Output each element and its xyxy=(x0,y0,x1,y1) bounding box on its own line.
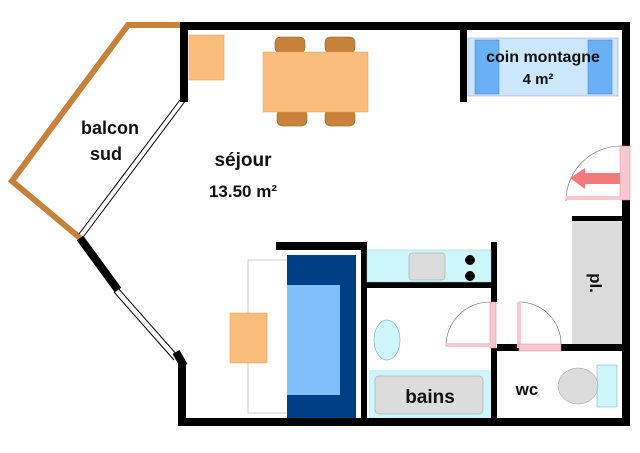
bunk-bed xyxy=(474,39,500,95)
closet-label: pl. xyxy=(586,273,605,293)
sofa-cushion xyxy=(287,285,340,338)
coffee-table xyxy=(229,312,268,364)
balcony-railing xyxy=(7,22,182,241)
lower-window xyxy=(113,287,179,361)
walls xyxy=(178,22,630,426)
dining-table xyxy=(262,51,369,113)
balcony-window xyxy=(78,99,187,237)
living-room-label: séjour xyxy=(214,150,272,171)
stove-burner xyxy=(465,255,475,265)
sofa-cushion xyxy=(287,338,340,395)
wall-southwest xyxy=(76,235,122,293)
corner-area-label: 4 m² xyxy=(523,71,554,88)
stove-burner xyxy=(465,271,475,281)
chair xyxy=(324,36,356,54)
living-room-area: 13.50 m² xyxy=(209,182,277,201)
wc-door[interactable] xyxy=(517,301,562,352)
wc-label: wc xyxy=(515,380,539,399)
kitchen-sink xyxy=(408,252,446,281)
closet[interactable] xyxy=(572,221,622,344)
chair xyxy=(324,109,356,127)
washbasin xyxy=(373,319,401,361)
bathroom-door[interactable] xyxy=(445,301,497,349)
balcony-label-line1: balcon xyxy=(81,118,139,138)
corner-name-label: coin montagne xyxy=(486,49,600,66)
bunk-bed xyxy=(587,39,613,95)
chair xyxy=(274,36,306,54)
toilet-bowl xyxy=(557,367,599,405)
balcony-label-line2: sud xyxy=(90,144,122,164)
side-table xyxy=(188,34,225,81)
entrance-arrow-icon xyxy=(570,168,620,189)
toilet-tank xyxy=(596,364,618,408)
bathtub-basin xyxy=(374,375,484,415)
bath-label: bains xyxy=(405,387,455,408)
chair xyxy=(276,109,308,127)
wall-southwest-corner xyxy=(172,350,188,368)
